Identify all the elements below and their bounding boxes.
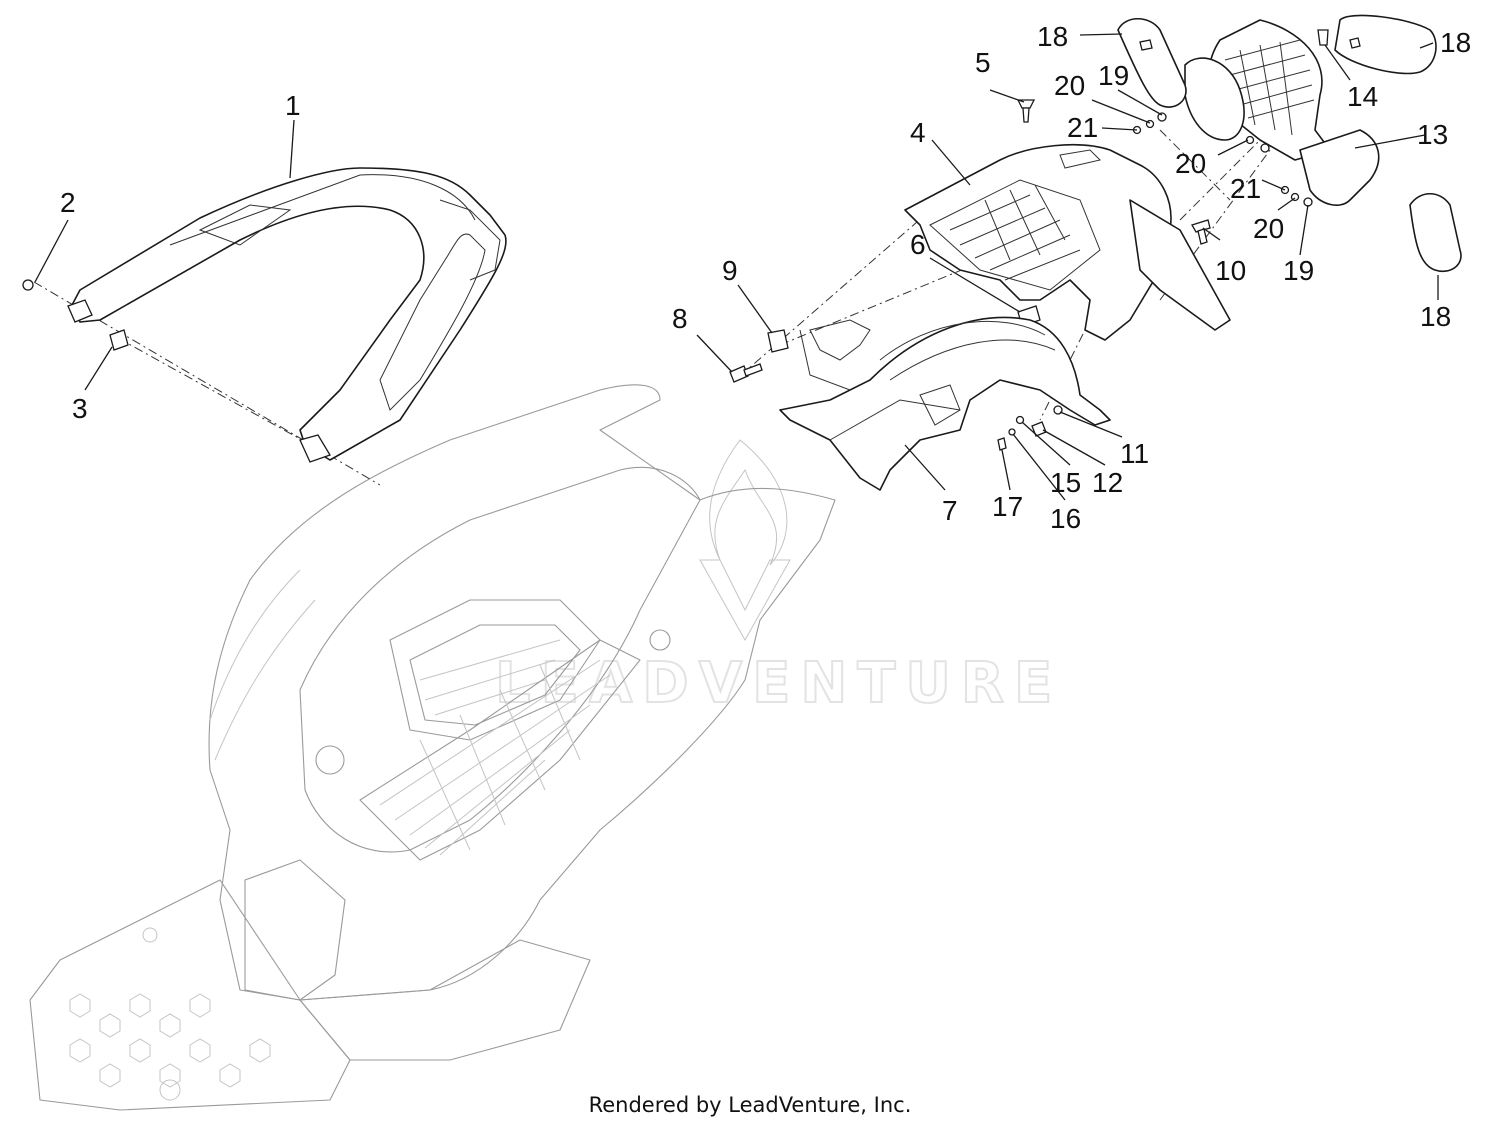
grab-handle	[67, 167, 507, 463]
watermark-v-icon	[699, 559, 791, 642]
screw-part-2	[22, 279, 34, 291]
callout-18-right: 18	[1420, 301, 1451, 332]
callout-4: 4	[910, 117, 926, 148]
reflector-part-18-top-right	[1334, 14, 1437, 75]
callout-2: 2	[60, 187, 76, 218]
callout-7: 7	[942, 495, 958, 526]
clip-part-3	[109, 329, 129, 351]
callout-18-top-right: 18	[1440, 27, 1471, 58]
callout-10: 10	[1215, 255, 1246, 286]
callout-14: 14	[1347, 81, 1378, 112]
callout-18-top-left: 18	[1037, 21, 1068, 52]
leader-lines	[34, 33, 1439, 501]
screw-part-5	[1016, 99, 1036, 123]
callouts: 1 2 3 4 5 6 7 8 9 10 11 12 13 14 15 16 1…	[60, 21, 1471, 534]
nut-part-9	[767, 329, 789, 353]
license-light-bracket	[1184, 19, 1380, 206]
callout-8: 8	[672, 303, 688, 334]
callout-19-right: 19	[1283, 255, 1314, 286]
callout-15: 15	[1050, 467, 1081, 498]
reflector-part-18-right	[1409, 192, 1462, 272]
screw-part-8	[729, 363, 763, 383]
callout-6: 6	[910, 229, 926, 260]
mudguard-lower	[779, 316, 1111, 491]
scooter-body	[29, 384, 836, 1111]
callout-5: 5	[975, 47, 991, 78]
mudguard-upper	[904, 144, 1231, 341]
watermark: LEADVENTURE	[494, 439, 1062, 717]
watermark-text: LEADVENTURE	[495, 651, 1062, 716]
watermark-flame-icon	[709, 439, 788, 566]
reflector-part-18-top-left	[1117, 17, 1187, 108]
callout-13: 13	[1417, 119, 1448, 150]
callout-21-mid: 21	[1230, 173, 1261, 204]
callout-16: 16	[1050, 503, 1081, 534]
callout-9: 9	[722, 255, 738, 286]
callout-12: 12	[1092, 467, 1123, 498]
screw-part-14	[1317, 29, 1329, 46]
callout-20-lower: 20	[1253, 213, 1284, 244]
render-credit: Rendered by LeadVenture, Inc.	[588, 1093, 912, 1117]
callout-17: 17	[992, 491, 1023, 522]
callout-3: 3	[72, 393, 88, 424]
callout-11: 11	[1120, 438, 1149, 469]
callout-20-top: 20	[1054, 70, 1085, 101]
callout-1: 1	[285, 90, 301, 121]
small-hardware-cluster	[997, 405, 1063, 451]
callout-19-top: 19	[1098, 60, 1129, 91]
screw-part-10	[1191, 219, 1211, 245]
callout-20-mid: 20	[1175, 148, 1206, 179]
callout-21-top: 21	[1067, 112, 1098, 143]
